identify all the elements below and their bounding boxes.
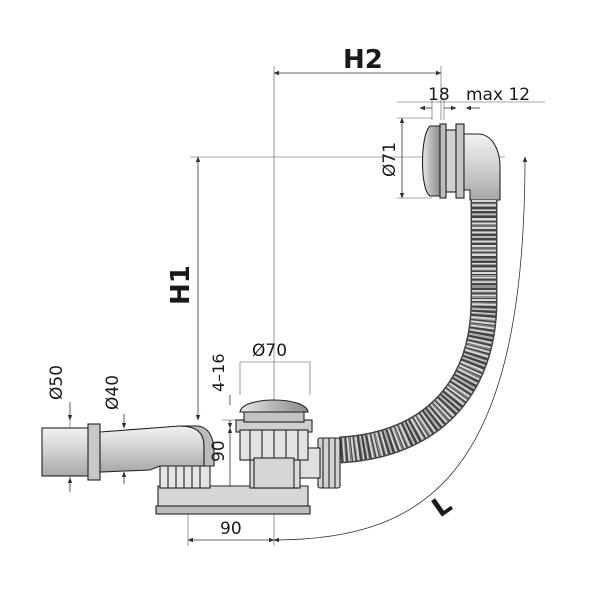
label-90-vertical: 90 <box>209 440 229 462</box>
label-l: L <box>427 490 458 524</box>
label-90-horizontal: 90 <box>220 519 242 539</box>
label-o50: Ø50 <box>47 365 67 400</box>
overflow-cap <box>422 123 501 201</box>
drain-valve <box>235 399 313 489</box>
label-h1: H1 <box>166 265 196 305</box>
label-o40: Ø40 <box>103 375 123 410</box>
label-h2: H2 <box>343 45 383 75</box>
label-o71: Ø71 <box>380 142 400 177</box>
label-4-16: 4–16 <box>209 353 228 392</box>
label-max12: max 12 <box>466 85 530 105</box>
labels: H2 H1 L 18 max 12 Ø71 Ø70 4–16 Ø50 Ø40 9… <box>47 45 530 539</box>
outlet-pipe <box>41 423 215 481</box>
label-o70: Ø70 <box>252 341 287 361</box>
label-18: 18 <box>428 85 450 105</box>
flexible-hose <box>339 200 498 464</box>
